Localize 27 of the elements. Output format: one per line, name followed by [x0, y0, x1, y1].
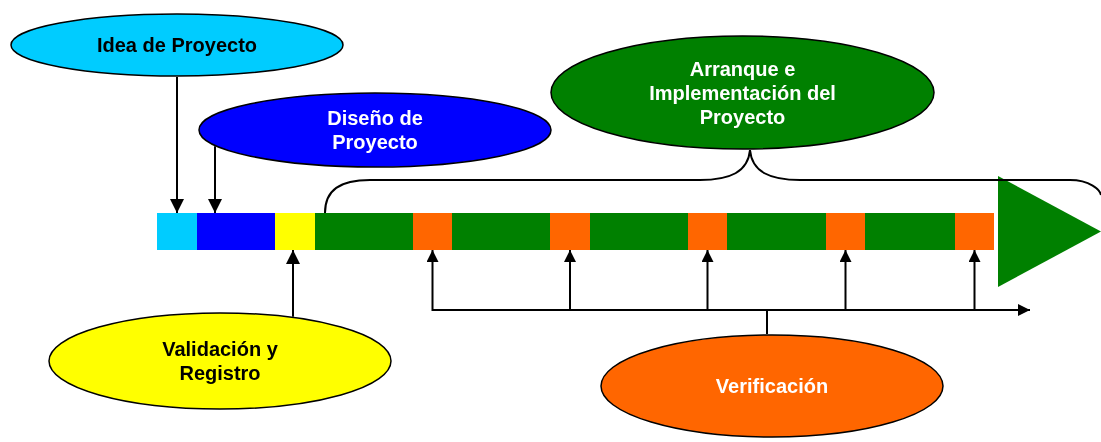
timeline-segment — [826, 213, 865, 250]
node-label: Validación y Registro — [161, 337, 279, 385]
arrow — [208, 145, 222, 214]
arrow — [766, 304, 1031, 335]
node-label: Verificación — [715, 374, 829, 398]
timeline-segment — [197, 213, 275, 250]
node-label: Idea de Proyecto — [96, 33, 258, 57]
ellipse-node — [600, 334, 944, 438]
timeline-segment — [157, 213, 197, 250]
node-label: Arranque e Implementación del Proyecto — [648, 56, 837, 129]
timeline-segment — [590, 213, 688, 250]
timeline-segment — [315, 213, 413, 250]
node-label: Diseño de Proyecto — [326, 106, 424, 154]
timeline-segment — [550, 213, 590, 250]
ellipse-node — [10, 13, 344, 77]
timeline-segment — [275, 213, 315, 250]
arrow — [170, 76, 184, 214]
timeline-segment — [688, 213, 727, 250]
timeline-segment — [727, 213, 826, 250]
timeline-segment — [452, 213, 550, 250]
timeline-segment — [865, 213, 955, 250]
timeline-segment — [413, 213, 452, 250]
timeline-segment — [955, 213, 994, 250]
ellipse-node — [48, 312, 392, 410]
ellipse-node — [198, 92, 552, 168]
arrow — [286, 249, 300, 318]
ellipse-node — [550, 35, 935, 150]
